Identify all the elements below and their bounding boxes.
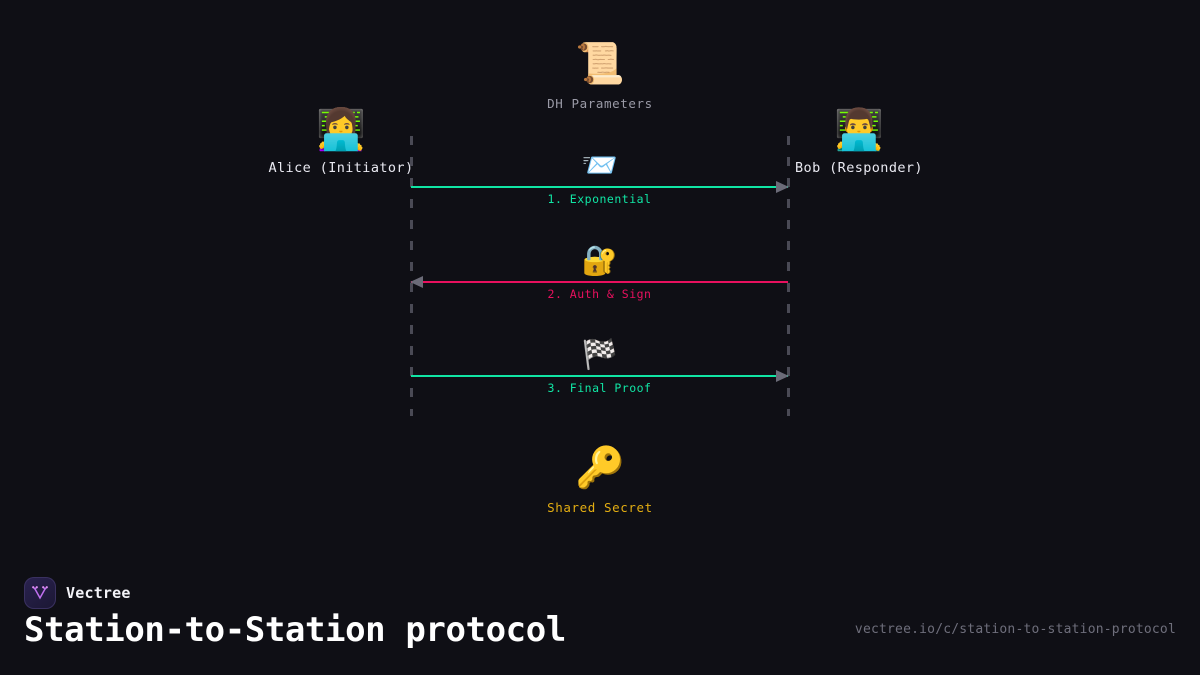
- message-3-line: [411, 375, 788, 377]
- page-title: Station-to-Station protocol: [24, 610, 566, 650]
- incoming-envelope-icon: 📨: [581, 148, 618, 182]
- key-icon: 🔑: [575, 445, 625, 491]
- shared-secret-artifact: 🔑 Shared Secret: [500, 448, 700, 515]
- dh-parameters-label: DH Parameters: [547, 96, 653, 111]
- vectree-logo-icon: [24, 577, 56, 609]
- message-2-label: 2. Auth & Sign: [547, 287, 652, 301]
- woman-technologist-icon: 👩‍💻: [316, 107, 366, 153]
- locked-with-key-icon: 🔐: [581, 243, 618, 277]
- shared-secret-label: Shared Secret: [547, 500, 653, 515]
- actor-bob: 👨‍💻 Bob (Responder): [729, 110, 989, 176]
- man-technologist-icon: 👨‍💻: [834, 107, 884, 153]
- message-2-line: [411, 281, 788, 283]
- message-1-line: [411, 186, 788, 188]
- brand-name: Vectree: [66, 584, 131, 602]
- actor-bob-label: Bob (Responder): [795, 160, 923, 176]
- message-3-arrowhead: [776, 370, 789, 382]
- message-3-label: 3. Final Proof: [547, 381, 652, 395]
- actor-alice-label: Alice (Initiator): [268, 160, 414, 176]
- scroll-icon: 📜: [575, 41, 625, 87]
- source-url: vectree.io/c/station-to-station-protocol: [854, 622, 1176, 637]
- sequence-diagram: 📜 DH Parameters 👩‍💻 Alice (Initiator) 👨‍…: [211, 44, 989, 515]
- chequered-flag-icon: 🏁: [581, 337, 618, 371]
- message-1-label: 1. Exponential: [547, 192, 652, 206]
- message-2-arrowhead: [410, 276, 423, 288]
- footer: Vectree Station-to-Station protocol vect…: [0, 560, 1200, 675]
- brand: Vectree: [24, 577, 131, 609]
- dh-parameters-artifact: 📜 DH Parameters: [500, 44, 700, 111]
- message-1-arrowhead: [776, 181, 789, 193]
- lifeline-bob: [787, 136, 790, 416]
- actor-alice: 👩‍💻 Alice (Initiator): [211, 110, 471, 176]
